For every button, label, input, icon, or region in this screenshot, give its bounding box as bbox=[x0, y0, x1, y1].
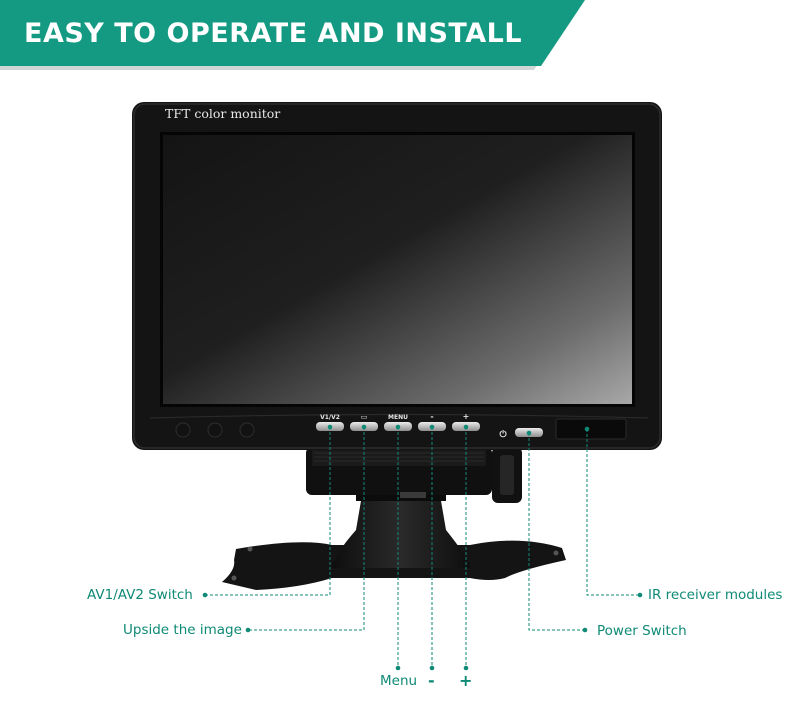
banner-shape bbox=[0, 0, 585, 70]
callout-plus: + bbox=[459, 671, 473, 690]
callout-minus: - bbox=[428, 671, 435, 690]
ir-receiver-window bbox=[555, 418, 627, 440]
page-title: EASY TO OPERATE AND INSTALL bbox=[24, 18, 523, 49]
monitor-brand-text: TFT color monitor bbox=[165, 106, 281, 121]
power-icon: ⏻ bbox=[499, 430, 507, 440]
callout-lines bbox=[205, 427, 640, 668]
callout-power-switch: Power Switch bbox=[597, 623, 687, 639]
button-label-menu: MENU bbox=[388, 414, 408, 421]
button-label-plus: + bbox=[462, 412, 470, 421]
monitor-body bbox=[132, 102, 662, 450]
button-label-flip: ▭ bbox=[360, 413, 368, 421]
callout-ir-receiver: IR receiver modules bbox=[648, 587, 783, 603]
callout-dots bbox=[202, 424, 643, 671]
callout-upside-image: Upside the image bbox=[123, 622, 242, 638]
monitor-stand bbox=[306, 447, 522, 568]
header-banner: EASY TO OPERATE AND INSTALL bbox=[0, 0, 800, 75]
screen bbox=[163, 135, 632, 404]
button-label-minus: - bbox=[430, 412, 434, 421]
callout-av-switch: AV1/AV2 Switch bbox=[87, 587, 193, 603]
callout-menu: Menu bbox=[380, 673, 418, 689]
button-label-v1v2: V1/V2 bbox=[320, 414, 340, 421]
